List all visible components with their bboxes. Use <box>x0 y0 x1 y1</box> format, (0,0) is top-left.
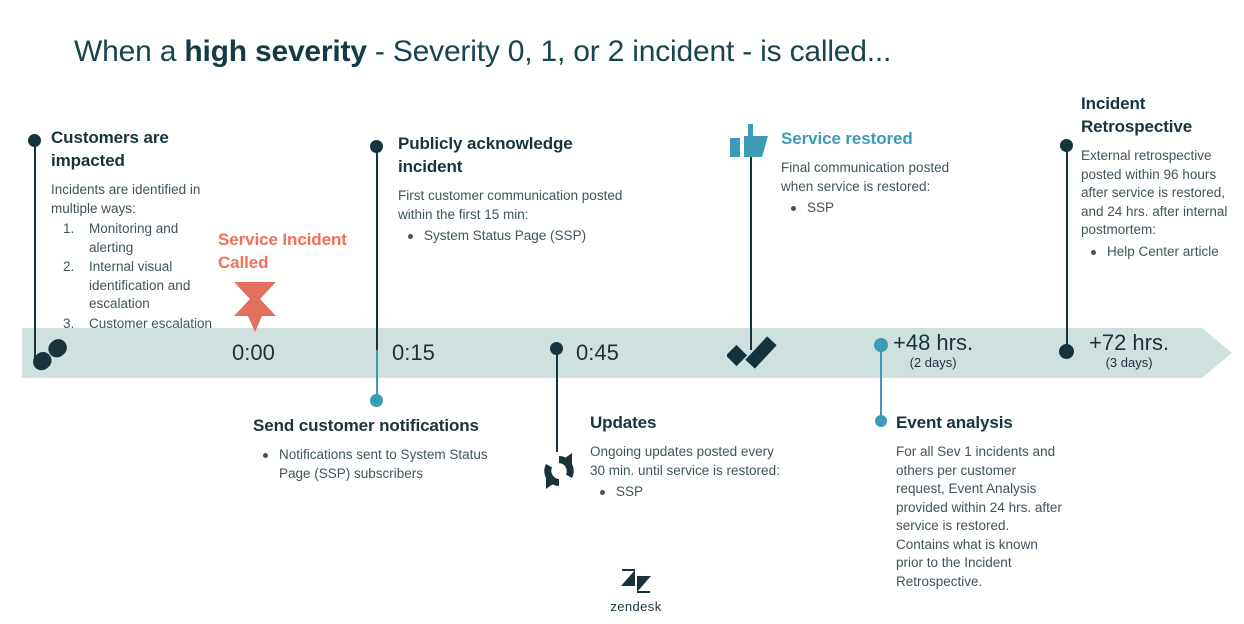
body-send-notifications: Notifications sent to System Status Page… <box>253 446 513 483</box>
dot-48hrs <box>874 338 888 352</box>
list-item: Notifications sent to System Status Page… <box>253 446 513 483</box>
check-icon <box>725 332 777 376</box>
heading-publicly-acknowledge: Publicly acknowledge incident <box>398 134 573 176</box>
block-updates: Updates Ongoing updates posted every 30 … <box>590 411 785 502</box>
heading-updates: Updates <box>590 413 657 432</box>
title-pre: When a <box>74 35 185 68</box>
dot-customers-impacted <box>28 134 41 147</box>
block-incident-retrospective: Incident Retrospective External retrospe… <box>1081 92 1236 261</box>
list-customers-impacted: Monitoring and alerting Internal visual … <box>51 220 223 333</box>
connector-customers-impacted <box>34 146 36 358</box>
list-item: Monitoring and alerting <box>63 220 179 255</box>
thumbs-up-icon <box>729 122 771 162</box>
heading-incident-retrospective: Incident Retrospective <box>1081 94 1193 136</box>
heading-send-notifications: Send customer notifications <box>253 416 479 435</box>
list-publicly-acknowledge: System Status Page (SSP) <box>398 227 648 246</box>
list-incident-retrospective: Help Center article <box>1081 243 1236 262</box>
tick-0-45: 0:45 <box>576 340 619 365</box>
list-item: Help Center article <box>1081 243 1236 262</box>
hourglass-arrow-icon <box>248 316 262 332</box>
timeline-bar <box>22 328 1202 378</box>
heading-customers-impacted: Customers are impacted <box>51 128 169 170</box>
heading-service-restored: Service restored <box>781 129 913 148</box>
connector-incident-retrospective <box>1066 150 1068 358</box>
block-publicly-acknowledge: Publicly acknowledge incident First cust… <box>398 132 648 246</box>
list-item: SSP <box>781 199 981 218</box>
sic-line-2: Called <box>218 253 269 272</box>
tick-0-15: 0:15 <box>392 340 435 365</box>
sic-line-1: Service Incident <box>218 230 347 249</box>
body-updates: Ongoing updates posted every 30 min. unt… <box>590 443 785 502</box>
list-item: Customer escalation <box>63 315 213 333</box>
body-customers-impacted: Incidents are identified in multiple way… <box>51 181 223 333</box>
block-service-restored: Service restored Final communication pos… <box>781 127 981 218</box>
list-item: Internal visual identification and escal… <box>63 258 191 311</box>
block-send-notifications: Send customer notifications Notification… <box>253 414 513 483</box>
dot-incident-retrospective <box>1060 139 1073 152</box>
zendesk-logo: zendesk <box>608 566 664 615</box>
hourglass-icon <box>234 282 276 316</box>
dot-event-analysis <box>875 415 887 427</box>
list-item: System Status Page (SSP) <box>398 227 648 246</box>
list-service-restored: SSP <box>781 199 981 218</box>
dot-updates <box>550 342 563 355</box>
timeline-arrow-tip <box>1202 328 1232 378</box>
connector-event-analysis <box>880 348 882 424</box>
list-send-notifications: Notifications sent to System Status Page… <box>253 446 513 483</box>
bandage-icon <box>28 334 72 374</box>
heading-event-analysis: Event analysis <box>896 413 1013 432</box>
dot-72hrs <box>1059 344 1074 359</box>
connector-send-notifications <box>376 350 378 404</box>
tick-0-00: 0:00 <box>232 340 275 365</box>
connector-updates <box>556 352 558 452</box>
title-post: - Severity 0, 1, or 2 incident - is call… <box>366 35 892 68</box>
list-updates: SSP <box>590 483 785 502</box>
service-incident-called-label: Service Incident Called <box>218 228 378 274</box>
refresh-icon <box>538 450 580 492</box>
dot-send-notifications <box>370 394 383 407</box>
connector-publicly-acknowledge <box>376 152 378 350</box>
list-item: SSP <box>590 483 785 502</box>
tick-72-hrs: +72 hrs. (3 days) <box>1089 330 1170 371</box>
body-event-analysis: For all Sev 1 incidents and others per c… <box>896 444 1062 589</box>
dot-publicly-acknowledge <box>370 140 383 153</box>
block-customers-impacted: Customers are impacted Incidents are ide… <box>51 126 223 333</box>
page-title: When a high severity - Severity 0, 1, or… <box>74 31 1174 73</box>
body-publicly-acknowledge: First customer communication posted with… <box>398 187 648 246</box>
body-service-restored: Final communication posted when service … <box>781 159 981 218</box>
zendesk-mark-icon <box>620 566 652 596</box>
title-emphasis: high severity <box>184 35 367 68</box>
tick-48-hrs: +48 hrs. (2 days) <box>893 330 974 371</box>
connector-service-restored <box>750 150 752 350</box>
block-event-analysis: Event analysis For all Sev 1 incidents a… <box>896 411 1066 591</box>
body-incident-retrospective: External retrospective posted within 96 … <box>1081 147 1236 261</box>
zendesk-wordmark: zendesk <box>610 599 662 614</box>
